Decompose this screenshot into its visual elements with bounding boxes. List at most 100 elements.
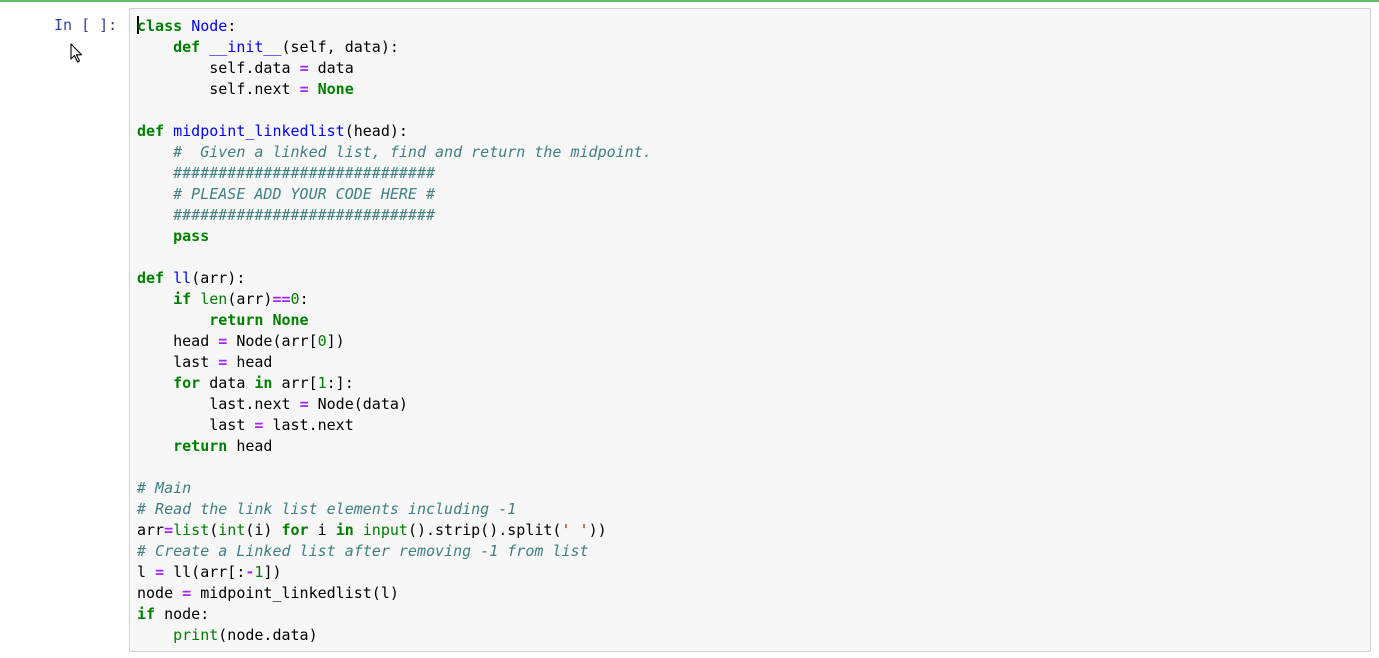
code-line: def ll(arr): (137, 268, 652, 289)
code-line: pass (137, 226, 652, 247)
code-token: return (209, 311, 264, 329)
code-token: # PLEASE ADD YOUR CODE HERE # (173, 185, 436, 203)
code-token: )) (588, 521, 607, 539)
code-line: self.next = None (137, 79, 652, 100)
code-line: arr=list(int(i) for i in input().strip()… (137, 520, 652, 541)
code-editor[interactable]: class Node: def __init__(self, data): se… (137, 16, 652, 646)
code-token: == (272, 290, 291, 308)
code-token: node (137, 584, 183, 602)
code-line: last = head (137, 352, 652, 373)
code-token (164, 269, 173, 287)
code-token (137, 227, 173, 245)
code-token: ]) (326, 332, 345, 350)
code-token: __init__ (209, 38, 282, 56)
code-token: # Read the link list elements including … (137, 500, 517, 518)
code-line (137, 457, 652, 478)
code-token: self.next (137, 80, 300, 98)
code-token: 1 (317, 374, 327, 392)
code-line: def midpoint_linkedlist(head): (137, 121, 652, 142)
code-token (137, 437, 173, 455)
code-token: ############################# (173, 206, 436, 224)
code-token: if (137, 605, 156, 623)
selected-cell-indicator (0, 0, 1379, 2)
code-token (182, 17, 191, 35)
code-token: head (137, 332, 219, 350)
code-line: if node: (137, 604, 652, 625)
code-token: 0 (317, 332, 327, 350)
code-token: : (227, 17, 237, 35)
code-token: last.next (137, 395, 300, 413)
code-token: list (173, 521, 210, 539)
code-token: 1 (254, 563, 264, 581)
code-token: ]) (263, 563, 282, 581)
code-token (137, 290, 173, 308)
code-token: Node(data) (308, 395, 408, 413)
code-token: (arr): (191, 269, 246, 287)
code-token: ll (173, 269, 192, 287)
code-token: Node (191, 17, 228, 35)
code-token: (node.data) (218, 626, 318, 644)
code-token: 0 (290, 290, 300, 308)
code-line: # Main (137, 478, 652, 499)
code-token: input (362, 521, 408, 539)
code-token: head (227, 437, 273, 455)
code-token: (head): (344, 122, 408, 140)
code-token: ().strip().split( (407, 521, 562, 539)
code-token (200, 38, 209, 56)
code-token: - (245, 563, 255, 581)
code-token: last (137, 416, 255, 434)
code-token: data (308, 59, 354, 77)
code-line: ############################# (137, 205, 652, 226)
arrow-cursor-icon (70, 43, 83, 63)
code-line: # PLEASE ADD YOUR CODE HERE # (137, 184, 652, 205)
code-token (164, 122, 173, 140)
code-line (137, 100, 652, 121)
code-token: len (200, 290, 228, 308)
code-token: arr (137, 521, 165, 539)
code-line: last = last.next (137, 415, 652, 436)
code-line: # Given a linked list, find and return t… (137, 142, 652, 163)
code-line: # Read the link list elements including … (137, 499, 652, 520)
code-token: arr[ (272, 374, 318, 392)
code-token: if (173, 290, 192, 308)
code-token: in (335, 521, 354, 539)
code-token (137, 38, 173, 56)
code-token: pass (173, 227, 210, 245)
code-token: = (218, 332, 228, 350)
code-token: : (299, 290, 309, 308)
code-token (137, 311, 209, 329)
code-token: = (299, 59, 309, 77)
code-token (137, 626, 173, 644)
code-token: def (137, 269, 165, 287)
code-token: # Create a Linked list after removing -1… (137, 542, 589, 560)
code-token: midpoint_linkedlist(l) (191, 584, 399, 602)
code-token: def (137, 122, 165, 140)
code-line: return None (137, 310, 652, 331)
code-token (137, 185, 173, 203)
code-line: # Create a Linked list after removing -1… (137, 541, 652, 562)
code-token: head (227, 353, 273, 371)
code-line: self.data = data (137, 58, 652, 79)
code-token (191, 290, 200, 308)
text-caret (137, 16, 139, 34)
code-token: class (137, 17, 183, 35)
code-line: l = ll(arr[:-1]) (137, 562, 652, 583)
code-token: None (317, 80, 354, 98)
code-line: ############################# (137, 163, 652, 184)
code-token: = (155, 563, 165, 581)
code-token: for (173, 374, 201, 392)
code-token: ' ' (561, 521, 589, 539)
code-token (354, 521, 363, 539)
code-token: for (281, 521, 309, 539)
code-token: last (137, 353, 219, 371)
code-token (309, 80, 318, 98)
code-cell-input[interactable]: class Node: def __init__(self, data): se… (129, 8, 1371, 652)
code-line: for data in arr[1:]: (137, 373, 652, 394)
code-token: # Main (137, 479, 192, 497)
code-token: = (218, 353, 228, 371)
code-token: = (254, 416, 264, 434)
code-line: def __init__(self, data): (137, 37, 652, 58)
code-token: midpoint_linkedlist (173, 122, 345, 140)
code-token: ll(arr[: (164, 563, 246, 581)
code-line: if len(arr)==0: (137, 289, 652, 310)
